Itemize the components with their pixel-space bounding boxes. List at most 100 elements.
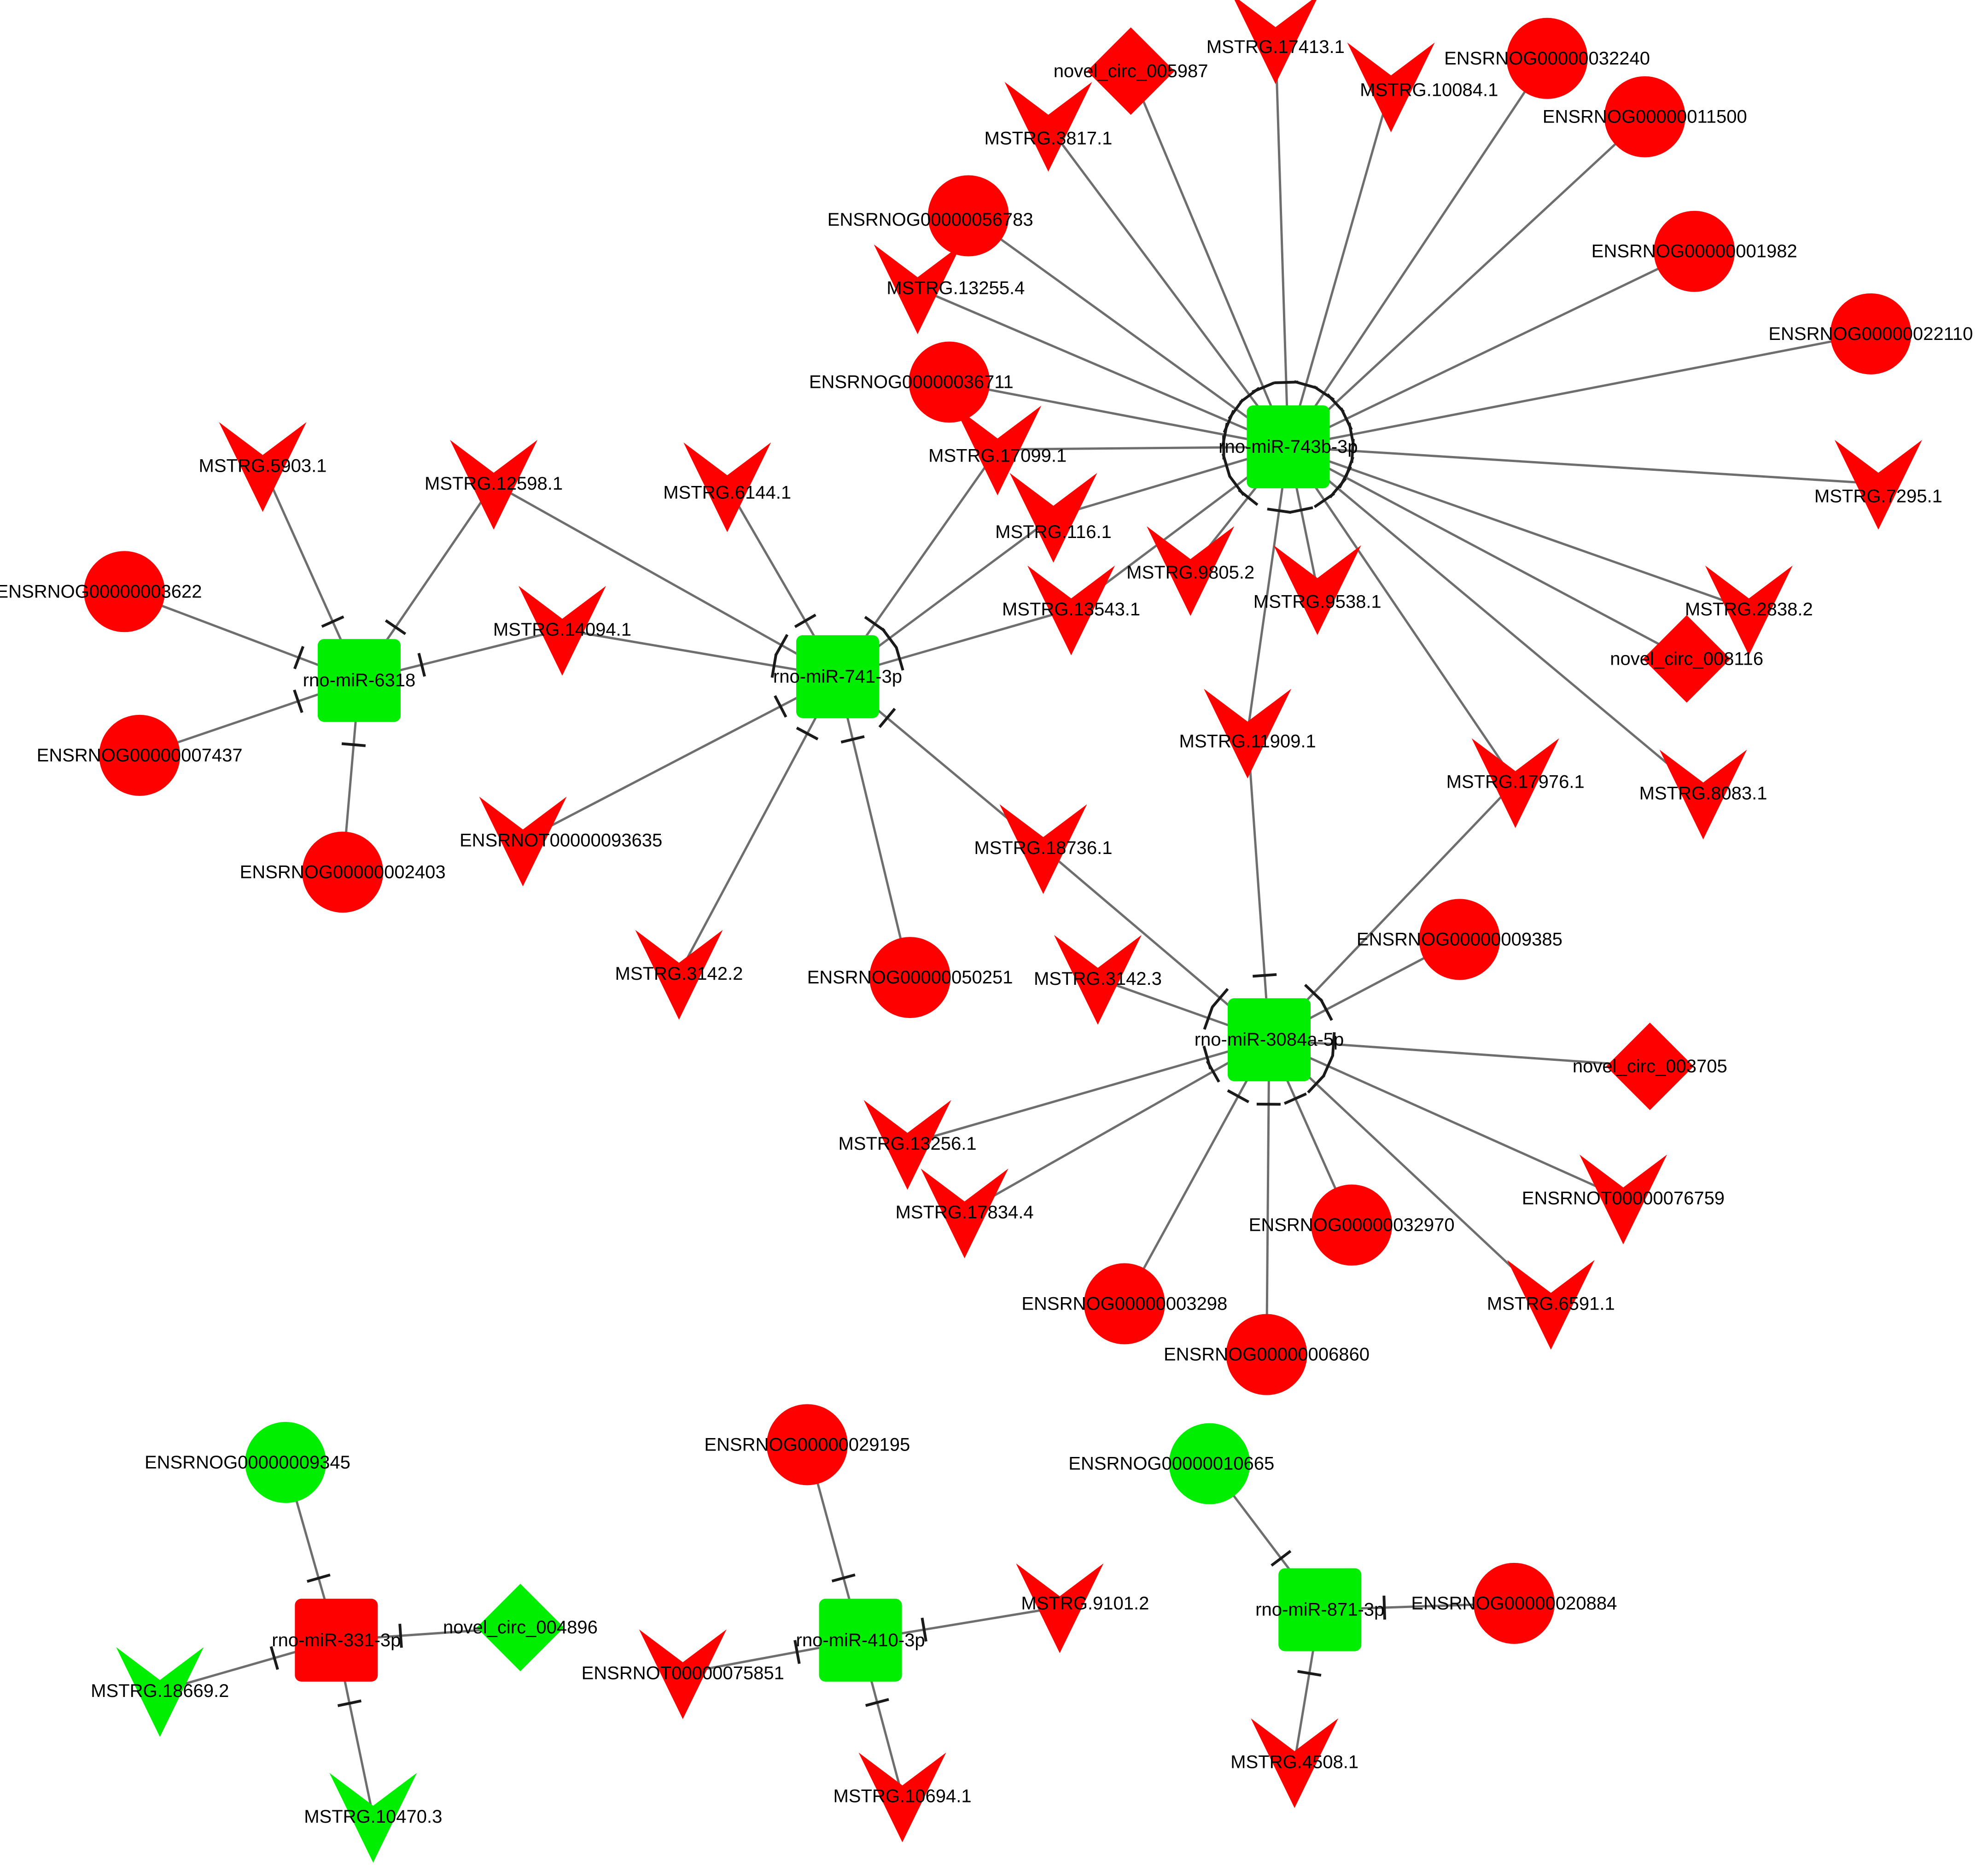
edge-n4-m743: [1287, 58, 1548, 448]
node-label: MSTRG.9538.1: [1253, 591, 1382, 612]
node-label: MSTRG.2838.2: [1685, 599, 1813, 620]
inhibition-bar: [321, 615, 344, 628]
inhibition-bar: [1271, 1550, 1292, 1567]
node-circle-n29: [302, 831, 384, 913]
inhibition-bar: [293, 689, 303, 713]
node-vee-n33: [999, 804, 1087, 894]
node-vee-n20: [1204, 689, 1292, 778]
edge-n2-m743: [1274, 38, 1289, 447]
edge-n22-m743: [1287, 446, 1704, 795]
inhibition-bar: [895, 647, 904, 671]
node-label: ENSRNOG00000006860: [1164, 1345, 1370, 1365]
node-label: rno-miR-871-3p: [1255, 1600, 1384, 1620]
node-vee-n51: [858, 1752, 946, 1843]
node-label: ENSRNOT00000076759: [1522, 1188, 1725, 1209]
node-label: MSTRG.9805.2: [1126, 562, 1254, 583]
node-label: ENSRNOG00000009385: [1357, 929, 1562, 949]
node-label: ENSRNOT00000093635: [460, 830, 662, 850]
node-label: MSTRG.9101.2: [1021, 1593, 1149, 1614]
edge-n8-m743: [917, 287, 1289, 448]
node-vee-n13: [1834, 440, 1922, 530]
node-label: MSTRG.11909.1: [1179, 731, 1316, 752]
inhibition-bar: [1331, 1032, 1336, 1057]
node-label: MSTRG.3817.1: [985, 128, 1113, 148]
node-label: ENSRNOG00000020884: [1411, 1593, 1617, 1614]
node-label: ENSRNOG00000032240: [1444, 48, 1650, 69]
node-label: MSTRG.13256.1: [838, 1134, 976, 1154]
node-label: MSTRG.18736.1: [974, 838, 1112, 858]
node-vee-n35: [1054, 935, 1142, 1025]
node-label: MSTRG.17834.4: [895, 1202, 1033, 1223]
inhibition-bar: [831, 1573, 856, 1583]
edge-n12-m743: [997, 445, 1288, 451]
node-square-m6318: [317, 639, 401, 722]
node-label: ENSRNOG00000032970: [1249, 1215, 1455, 1235]
node-square-m410: [819, 1598, 902, 1682]
inhibition-bar: [770, 654, 778, 678]
node-vee-n2: [1234, 0, 1317, 84]
edge-n1-m743: [1130, 70, 1289, 448]
inhibition-bar: [417, 653, 426, 677]
node-label: ENSRNOG00000029195: [704, 1434, 910, 1455]
edge-n20-m3084: [1246, 732, 1271, 1040]
edge-n19-m743: [1288, 445, 1687, 660]
inhibition-bar: [1319, 998, 1333, 1021]
node-label: rno-miR-6318: [303, 670, 416, 690]
inhibition-bar: [293, 646, 305, 670]
edge-n38-m3084: [964, 1038, 1270, 1214]
edge-n27-m741: [562, 628, 838, 678]
node-diamond-n45: [476, 1584, 564, 1672]
node-label: MSTRG.6144.1: [663, 482, 791, 503]
inhibition-bar: [1283, 1092, 1307, 1105]
node-label: novel_circ_008116: [1610, 649, 1763, 669]
node-vee-n17: [1027, 565, 1115, 655]
edge-n30-m741: [522, 675, 839, 842]
node-square-m331: [295, 1598, 378, 1682]
inhibition-bar: [307, 1574, 331, 1583]
inhibition-bar: [1253, 973, 1277, 978]
edge-n10-m743: [1288, 333, 1871, 448]
inhibition-bar: [881, 627, 898, 649]
node-label: MSTRG.10694.1: [833, 1786, 971, 1807]
node-circle-n44: [245, 1421, 326, 1503]
node-label: novel_circ_003705: [1573, 1056, 1727, 1076]
node-label: MSTRG.3142.3: [1034, 969, 1162, 989]
node-vee-n6: [1004, 82, 1092, 172]
node-label: MSTRG.5903.1: [199, 456, 327, 476]
node-circle-n7: [927, 175, 1009, 257]
node-vee-n23: [219, 422, 307, 512]
node-vee-n50: [639, 1629, 727, 1720]
node-circle-n41: [1084, 1263, 1165, 1345]
inhibition-bar: [398, 1623, 403, 1648]
node-circle-n52: [1169, 1423, 1250, 1504]
node-label: MSTRG.17099.1: [928, 445, 1067, 466]
node-label: MSTRG.12598.1: [425, 474, 563, 494]
inhibition-bar: [1322, 1054, 1335, 1078]
inhibition-bar: [1203, 1006, 1214, 1030]
nodes-layer: [84, 0, 1922, 1863]
node-diamond-n1: [1087, 27, 1175, 115]
node-label: MSTRG.17413.1: [1207, 37, 1345, 57]
node-label: MSTRG.13255.4: [886, 278, 1025, 298]
node-vee-n22: [1659, 749, 1747, 840]
node-label: novel_circ_005987: [1054, 61, 1208, 81]
inhibition-bar: [1307, 1074, 1326, 1094]
node-label: ENSRNOG00000050251: [807, 967, 1013, 988]
inhibition-bar: [774, 695, 787, 718]
node-label: MSTRG.7295.1: [1814, 486, 1942, 507]
edge-n6-m743: [1047, 125, 1289, 448]
node-label: ENSRNOT00000075851: [582, 1663, 784, 1683]
node-circle-n10: [1830, 293, 1912, 374]
inhibition-bar: [1221, 453, 1231, 477]
inhibition-bar: [921, 1617, 927, 1642]
node-vee-n16: [1273, 545, 1361, 635]
inhibition-bar: [337, 1699, 361, 1708]
node-label: ENSRNOG00000036711: [809, 372, 1014, 392]
inhibition-bar: [1206, 1060, 1220, 1083]
node-circle-n4: [1506, 18, 1588, 99]
node-label: ENSRNOG00000003298: [1021, 1293, 1227, 1314]
node-label: rno-miR-743b-3p: [1218, 437, 1358, 457]
node-vee-n38: [921, 1168, 1009, 1258]
